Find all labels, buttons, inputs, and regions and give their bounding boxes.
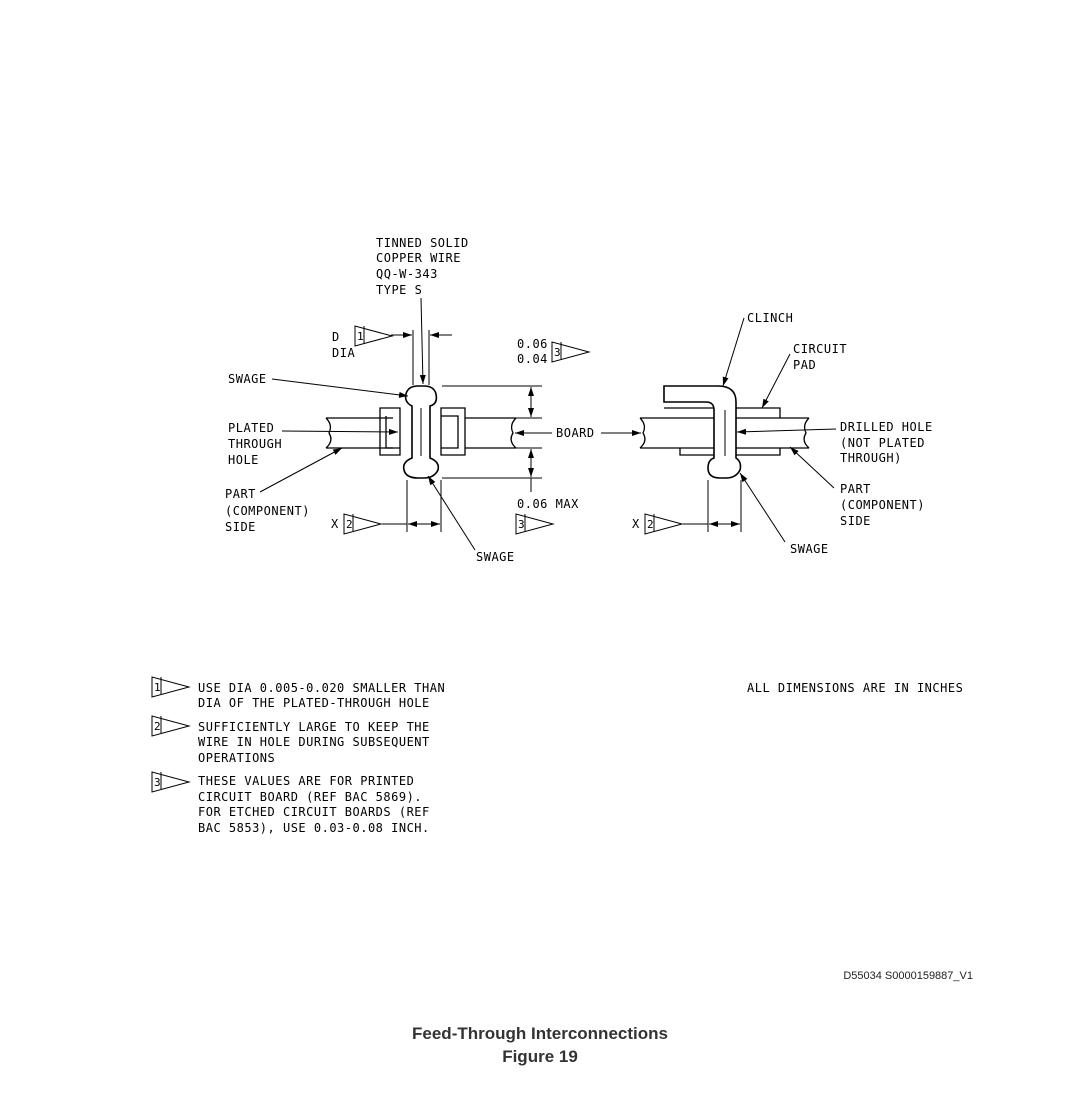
figure-number: Figure 19: [502, 1047, 578, 1066]
right-detail: 2 CLINCH CIRCUIT PAD DRILLED HOLE (NOT P…: [601, 311, 940, 556]
clinch-label: CLINCH: [747, 311, 793, 325]
board-right-segment: [465, 417, 517, 449]
swage-label-top: SWAGE: [228, 372, 267, 386]
note-3: 3 THESE VALUES ARE FOR PRINTED CIRCUIT B…: [151, 771, 437, 835]
svg-text:3: 3: [518, 518, 525, 531]
circuit-pad-leader: [761, 353, 791, 409]
document-id: D55034 S0000159887_V1: [843, 970, 973, 982]
plating-left: [379, 407, 401, 456]
dimensions-note: ALL DIMENSIONS ARE IN INCHES: [747, 681, 963, 695]
circuit-pad-label: CIRCUIT PAD: [793, 342, 855, 372]
note-flag-2: [151, 715, 191, 737]
drilled-hole-label: DRILLED HOLE (NOT PLATED THROUGH): [840, 420, 940, 465]
swage-top-leader: [271, 378, 409, 398]
swage-right-leader: [739, 472, 786, 543]
svg-text:3: 3: [154, 776, 161, 789]
part-side-leader-left: [259, 447, 343, 493]
board-right-right-segment: [736, 417, 810, 449]
note-1: 1 USE DIA 0.005-0.020 SMALLER THAN DIA O…: [151, 676, 453, 710]
part-side-label-right: PART (COMPONENT) SIDE: [840, 482, 933, 528]
flag-1-triangle: [354, 325, 394, 347]
svg-text:2: 2: [647, 518, 654, 531]
max-label: 0.06 MAX: [517, 497, 579, 511]
flag-3-triangle-top: [551, 341, 591, 363]
flag-2-triangle-right: [644, 513, 684, 535]
svg-text:2: 2: [154, 720, 161, 733]
flag-1-number: 1: [357, 330, 364, 343]
note-1-text: USE DIA 0.005-0.020 SMALLER THAN DIA OF …: [198, 681, 453, 710]
svg-text:2: 2: [346, 518, 353, 531]
wire-leader: [419, 297, 426, 385]
note-2-text: SUFFICIENTLY LARGE TO KEEP THE WIRE IN H…: [198, 720, 437, 765]
swage-label-right: SWAGE: [790, 542, 829, 556]
note-2: 2 SUFFICIENTLY LARGE TO KEEP THE WIRE IN…: [151, 715, 437, 765]
flag-2-triangle-left: [343, 513, 383, 535]
svg-text:1: 1: [154, 681, 161, 694]
drilled-hole-leader: [736, 428, 837, 435]
x-label-left: X: [331, 517, 339, 531]
left-detail: 1 3 3 2 TINNED SOLID COPPER WIRE QQ-W-34…: [225, 236, 595, 564]
svg-text:3: 3: [554, 346, 561, 359]
board-left-segment: [325, 417, 393, 449]
note-3-text: THESE VALUES ARE FOR PRINTED CIRCUIT BOA…: [198, 774, 437, 835]
plating-right: [440, 407, 466, 456]
board-label: BOARD: [556, 426, 595, 440]
plated-hole-label: PLATED THROUGH HOLE: [228, 421, 290, 467]
clinch-leader: [722, 317, 745, 387]
x-label-right: X: [632, 517, 640, 531]
circuit-pad: [736, 407, 781, 456]
part-side-label-left: PART (COMPONENT) SIDE: [225, 487, 318, 534]
note-flag-3: [151, 771, 191, 793]
swage-bottom-leader: [427, 475, 476, 551]
dia-label: DIA: [332, 346, 355, 360]
dim-thickness-label: 0.06 0.04: [517, 337, 556, 366]
note-flag-1: [151, 676, 191, 698]
board-right-left-segment: [639, 417, 720, 449]
flag-3-triangle-bottom: [515, 513, 555, 535]
swage-label-bottom: SWAGE: [476, 550, 515, 564]
plated-hole-leader: [281, 428, 399, 435]
notes: 1 USE DIA 0.005-0.020 SMALLER THAN DIA O…: [151, 676, 963, 835]
part-side-leader-right: [789, 446, 835, 489]
d-label: D: [332, 330, 340, 344]
wire-spec-label: TINNED SOLID COPPER WIRE QQ-W-343 TYPE S: [376, 236, 476, 297]
clinched-wire: [663, 385, 742, 479]
figure-title: Feed-Through Interconnections: [412, 1024, 668, 1043]
